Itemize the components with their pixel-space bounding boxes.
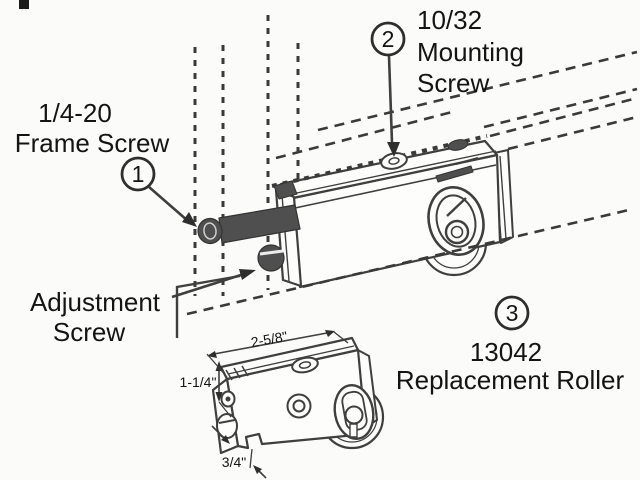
mounting-screw-label-line3: Screw [417, 68, 489, 98]
callout-frame-screw: 1/4-20 Frame Screw 1 [15, 98, 197, 227]
dimension-height-label: 1-1/4" [180, 374, 217, 390]
callout-circle-3 [494, 295, 530, 331]
adjustment-arrowhead [239, 269, 256, 280]
callout-mounting-screw: 2 10/32 Mounting Screw [370, 5, 524, 157]
detail-axle-pin [349, 423, 358, 438]
rail-line [507, 115, 638, 151]
door-panel-hidden-edges [193, 15, 300, 296]
replacement-roller-label: Replacement Roller [396, 365, 625, 395]
roller-detail-view: 2-5/8" 1-1/4" 3/4" [180, 328, 385, 479]
part-number-label: 13042 [470, 337, 542, 367]
dimension-depth: 3/4" [211, 425, 267, 479]
detail-rivet [286, 393, 312, 419]
bracket-cap [273, 180, 298, 200]
mounting-screw-hole [380, 152, 408, 170]
callout-number-3: 3 [506, 300, 519, 326]
adjustment-slot [427, 186, 485, 256]
callout-number-1: 1 [132, 161, 145, 187]
rail-line [317, 50, 638, 132]
frame-screw [197, 204, 301, 245]
adjustment-screw [257, 244, 285, 272]
top-plate-edge [291, 150, 497, 195]
adjustment-leader [171, 272, 245, 299]
detail-top-hole [291, 356, 319, 374]
rail-line [275, 110, 453, 160]
callout-circle-1 [120, 156, 156, 192]
adjustment-label-line1: Adjustment [30, 287, 161, 317]
door-bottom-dashed-edge [186, 207, 634, 316]
dimension-depth-label: 3/4" [222, 454, 246, 470]
callout-1-arrowhead [182, 212, 197, 227]
callout-2-leader [387, 55, 394, 144]
dimension-height: 1-1/4" [180, 353, 232, 418]
detail-adjustment-slot [333, 384, 375, 440]
frame-screw-label-line2: Frame Screw [15, 128, 170, 158]
frame-screw-label-line1: 1/4-20 [38, 98, 112, 128]
door-panel-corner-outline [175, 274, 241, 338]
callout-number-2: 2 [382, 26, 395, 52]
mounting-screw-label-line2: Mounting [417, 37, 524, 67]
callout-1-leader [148, 186, 189, 222]
mounting-screw-label-line1: 10/32 [417, 5, 482, 35]
adjustment-screw-label: Adjustment Screw [30, 269, 256, 347]
end-cap-ridge [499, 155, 507, 240]
slot-diagonal [446, 197, 467, 217]
detail-adjustment-screw [216, 413, 238, 439]
dimension-width-label: 2-5/8" [250, 328, 289, 350]
adjustment-label-line2: Screw [53, 317, 125, 347]
callout-2-arrowhead [387, 142, 400, 157]
rail-line [483, 87, 638, 129]
scan-artifact-mark [19, 0, 29, 9]
callout-replacement-roller: 3 13042 Replacement Roller [396, 295, 625, 395]
main-roller-assembly [186, 134, 634, 316]
rail-line [489, 96, 638, 138]
plate-slot-hole [447, 139, 469, 151]
track-rail-dashed-lines [275, 50, 638, 160]
detail-top-plate-edge [227, 345, 355, 375]
slot-roller [444, 219, 470, 245]
rail-teeth-line [271, 134, 488, 188]
spring-clip [435, 157, 479, 183]
detail-plate-hatching [225, 365, 249, 381]
callout-circle-2 [370, 21, 406, 57]
